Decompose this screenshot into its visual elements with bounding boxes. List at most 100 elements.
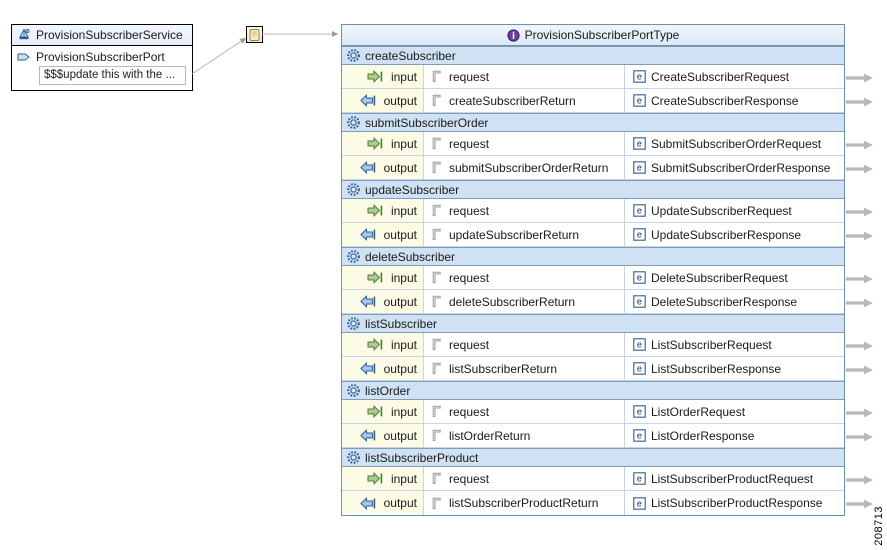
message-direction-cell[interactable]: output: [342, 424, 424, 447]
message-direction-cell[interactable]: output: [342, 290, 424, 313]
part-icon: [432, 497, 444, 510]
message-part-cell[interactable]: request: [424, 65, 625, 88]
message-direction-cell[interactable]: output: [342, 156, 424, 179]
message-direction-cell[interactable]: output: [342, 89, 424, 112]
operation-header[interactable]: submitSubscriberOrder: [342, 113, 844, 132]
part-icon: [432, 204, 444, 217]
message-part-cell[interactable]: request: [424, 266, 625, 289]
operation-header[interactable]: updateSubscriber: [342, 180, 844, 199]
message-part-cell[interactable]: createSubscriberReturn: [424, 89, 625, 112]
message-direction-cell[interactable]: output: [342, 491, 424, 515]
binding-node[interactable]: [246, 26, 263, 43]
message-part-cell[interactable]: request: [424, 467, 625, 490]
operation-name: submitSubscriberOrder: [365, 115, 489, 130]
message-part-cell[interactable]: listSubscriberProductReturn: [424, 491, 625, 515]
message-type-name: CreateSubscriberRequest: [651, 69, 790, 84]
service-title-row[interactable]: ProvisionSubscriberService: [12, 25, 192, 46]
gear-icon: [347, 116, 360, 129]
outgoing-link-arrow: [846, 498, 874, 509]
outgoing-link-arrow: [846, 340, 874, 351]
outgoing-link-arrow: [846, 431, 874, 442]
operation-header[interactable]: deleteSubscriber: [342, 247, 844, 266]
service-box[interactable]: ProvisionSubscriberService ProvisionSubs…: [11, 24, 193, 91]
output-arrow-icon: [359, 94, 379, 107]
operation-name: deleteSubscriber: [365, 249, 456, 264]
operation-header[interactable]: listSubscriberProduct: [342, 448, 844, 467]
service-port-row[interactable]: ProvisionSubscriberPort: [12, 48, 192, 65]
outgoing-link-arrow: [846, 139, 874, 150]
porttype-panel[interactable]: ProvisionSubscriberPortType createSubscr…: [341, 24, 845, 516]
message-direction-label: output: [383, 496, 417, 510]
binding-icon: [249, 28, 260, 41]
message-part-cell[interactable]: request: [424, 132, 625, 155]
svg-text:e: e: [637, 407, 642, 417]
svg-text:e: e: [637, 206, 642, 216]
message-part-cell[interactable]: request: [424, 400, 625, 423]
svg-text:e: e: [637, 340, 642, 350]
message-part-name: createSubscriberReturn: [449, 93, 576, 108]
message-part-cell[interactable]: submitSubscriberOrderReturn: [424, 156, 625, 179]
message-part-cell[interactable]: listSubscriberReturn: [424, 357, 625, 380]
porttype-header[interactable]: ProvisionSubscriberPortType: [342, 25, 844, 46]
svg-text:e: e: [637, 96, 642, 106]
element-icon: e: [633, 362, 646, 375]
message-part-cell[interactable]: request: [424, 199, 625, 222]
figure-number: 208713: [873, 506, 885, 546]
operation-header[interactable]: createSubscriber: [342, 46, 844, 65]
message-direction-cell[interactable]: input: [342, 199, 424, 222]
message-direction-label: output: [383, 227, 417, 242]
part-icon: [432, 271, 444, 284]
message-direction-cell[interactable]: input: [342, 132, 424, 155]
part-icon: [432, 429, 444, 442]
service-port-documentation[interactable]: $$$update this with the ...: [39, 66, 186, 85]
message-part-cell[interactable]: request: [424, 333, 625, 356]
operation-header[interactable]: listOrder: [342, 381, 844, 400]
message-part-cell[interactable]: updateSubscriberReturn: [424, 223, 625, 246]
message-part-name: listOrderReturn: [449, 428, 531, 443]
message-direction-label: output: [383, 428, 417, 443]
message-part-cell[interactable]: listOrderReturn: [424, 424, 625, 447]
message-direction-cell[interactable]: input: [342, 467, 424, 490]
message-direction-label: output: [383, 361, 417, 376]
message-direction-cell[interactable]: input: [342, 266, 424, 289]
message-direction-cell[interactable]: input: [342, 400, 424, 423]
message-direction-cell[interactable]: input: [342, 65, 424, 88]
operation-header[interactable]: listSubscriber: [342, 314, 844, 333]
message-part-cell[interactable]: deleteSubscriberReturn: [424, 290, 625, 313]
operation-name: updateSubscriber: [365, 182, 460, 197]
svg-text:e: e: [637, 431, 642, 441]
message-direction-cell[interactable]: input: [342, 333, 424, 356]
input-arrow-icon: [367, 338, 386, 351]
message-direction-cell[interactable]: output: [342, 357, 424, 380]
element-icon: e: [633, 472, 646, 485]
message-direction-cell[interactable]: output: [342, 223, 424, 246]
